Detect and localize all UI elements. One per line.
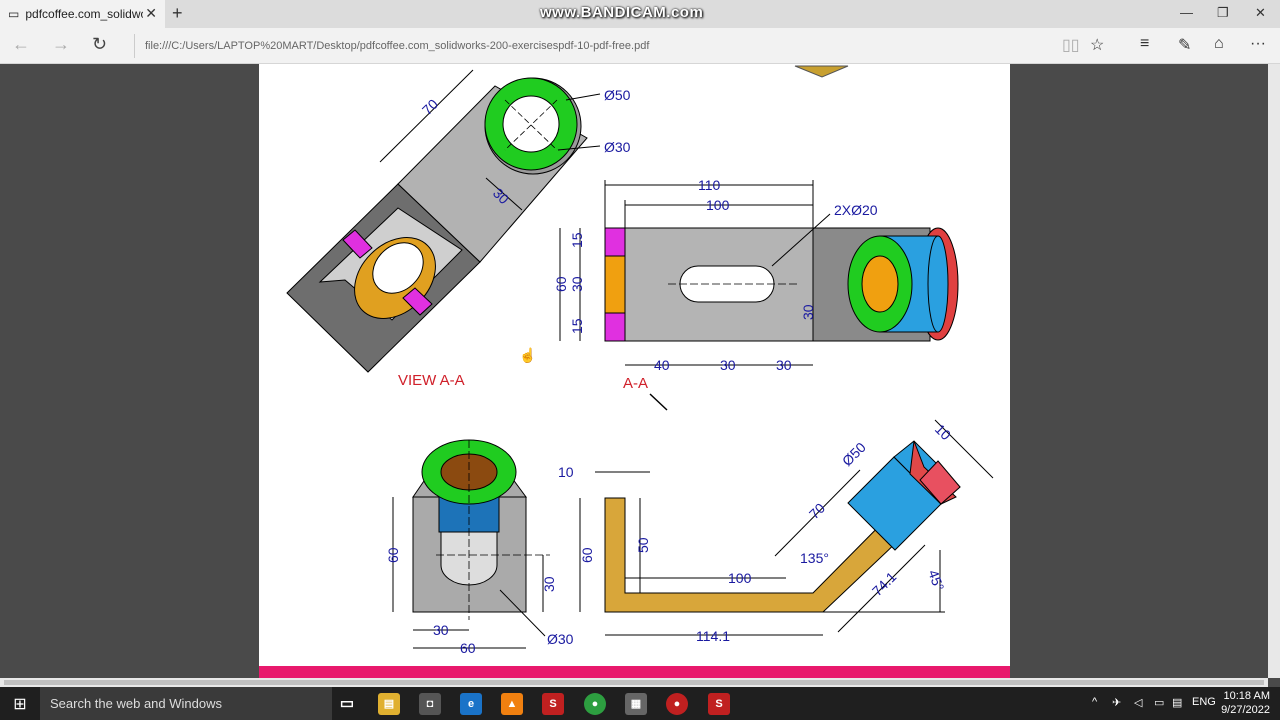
navigation-bar: ← → ↻ file:///C:/Users/LAPTOP%20MART/Des… — [0, 28, 1280, 64]
dim-30-right: 30 — [776, 357, 792, 373]
taskbar: ⊞ Search the web and Windows ▭ ▤ ◘ e ▲ S… — [0, 687, 1280, 720]
restore-button[interactable]: ❐ — [1217, 5, 1229, 20]
dim-front-dia30: Ø30 — [547, 631, 574, 647]
dim-front-30: 30 — [541, 576, 557, 592]
dim-side-70: 70 — [806, 500, 828, 522]
store-icon[interactable]: ◘ — [419, 693, 441, 715]
file-explorer-icon[interactable]: ▤ — [378, 693, 400, 715]
share-icon[interactable]: ⌂ — [1214, 35, 1224, 52]
dim-side-135: 135° — [800, 550, 829, 566]
dim-holes: 2XØ20 — [834, 202, 878, 218]
top-view: 110 100 2XØ20 60 15 30 15 40 30 30 30 — [553, 177, 959, 373]
dim-side-45: 45° — [925, 568, 947, 593]
task-view-icon[interactable]: ▭ — [339, 695, 355, 712]
tray-network-icon[interactable]: ✈ — [1112, 697, 1122, 709]
dim-side-dia50: Ø50 — [839, 439, 869, 469]
pdf-viewer[interactable]: 70 Ø50 Ø30 30 VIEW A-A — [0, 64, 1268, 678]
dim-100: 100 — [706, 197, 730, 213]
section-label: A-A — [623, 375, 648, 392]
view-label: VIEW A-A — [398, 372, 465, 389]
vertical-scrollbar[interactable] — [1268, 64, 1280, 678]
page-footer-band — [259, 666, 1010, 678]
windows-start-icon[interactable]: ⊞ — [13, 695, 27, 713]
clock-time: 10:18 AM — [1223, 690, 1270, 702]
taskbar-search-box[interactable]: Search the web and Windows — [40, 687, 332, 720]
dim-40: 40 — [654, 357, 670, 373]
close-tab-icon[interactable]: ✕ — [145, 5, 157, 21]
dim-30-side: 30 — [569, 276, 585, 292]
calculator-icon[interactable]: ▦ — [625, 693, 647, 715]
refresh-button[interactable]: ↻ — [92, 34, 108, 54]
back-button[interactable]: ← — [12, 34, 30, 54]
horizontal-scrollbar[interactable] — [0, 678, 1268, 687]
dim-30-mid: 30 — [720, 357, 736, 373]
edge-browser-icon[interactable]: e — [460, 693, 482, 715]
dim-dia30: Ø30 — [604, 139, 631, 155]
dim-60: 60 — [553, 276, 569, 292]
browser-tab[interactable]: ▭ pdfcoffee.com_solidwork ✕ — [0, 0, 165, 28]
solidworks-2018-icon[interactable]: S — [708, 693, 730, 715]
tab-bar: ▭ pdfcoffee.com_solidwork ✕ + www.BANDIC… — [0, 0, 1280, 28]
page-icon: ▭ — [8, 7, 20, 21]
dim-side-10r: 10 — [932, 421, 954, 443]
tray-volume-icon[interactable]: ◁ — [1134, 697, 1143, 709]
dim-dia50: Ø50 — [604, 87, 631, 103]
scroll-thumb[interactable] — [4, 680, 1264, 685]
bandicam-icon[interactable]: ● — [666, 693, 688, 715]
hub-icon[interactable]: ≡ — [1140, 35, 1150, 52]
side-view: 10 60 50 100 135° 70 Ø50 10 74.1 45° 114… — [558, 419, 994, 644]
more-icon[interactable]: ··· — [1250, 35, 1266, 52]
favorites-star-icon[interactable]: ☆ — [1090, 37, 1105, 54]
dim-front-60: 60 — [385, 547, 401, 563]
bandicam-watermark: www.BANDICAM.com — [540, 4, 704, 21]
tray-message-icon[interactable]: ▤ — [1172, 697, 1183, 709]
pdf-page: 70 Ø50 Ø30 30 VIEW A-A — [259, 64, 1010, 678]
dim-side-74: 74.1 — [869, 568, 900, 599]
dim-side-114: 114.1 — [696, 628, 730, 644]
cad-drawing: 70 Ø50 Ø30 30 VIEW A-A — [286, 65, 994, 656]
dim-110: 110 — [698, 177, 721, 193]
dim-side-60: 60 — [579, 547, 595, 563]
dim-front-60w: 60 — [460, 640, 476, 656]
dim-15b: 15 — [569, 318, 585, 334]
solidworks-icon[interactable]: S — [542, 693, 564, 715]
dim-side-10: 10 — [558, 464, 574, 480]
front-view: 60 30 30 60 Ø30 — [385, 439, 574, 656]
clock-date: 9/27/2022 — [1221, 704, 1270, 716]
web-note-icon[interactable]: ✎ — [1178, 37, 1192, 54]
new-tab-button[interactable]: + — [172, 3, 183, 23]
vlc-icon[interactable]: ▲ — [501, 693, 523, 715]
tray-battery-icon[interactable]: ▭ — [1154, 697, 1165, 709]
dim-side-50: 50 — [635, 537, 651, 553]
system-clock[interactable]: 10:18 AM 9/27/2022 — [1212, 689, 1270, 717]
language-indicator[interactable]: ENG — [1192, 696, 1216, 708]
dim-front-30w: 30 — [433, 622, 449, 638]
partial-shape — [794, 65, 849, 78]
section-view-a-a: 70 Ø50 Ø30 30 — [286, 69, 631, 373]
dim-30-vert: 30 — [800, 304, 816, 320]
dim-15a: 15 — [569, 232, 585, 248]
hand-cursor-icon: ☝ — [519, 346, 536, 364]
dim-side-100: 100 — [728, 570, 752, 586]
reading-view-icon[interactable]: ▯▯ — [1062, 37, 1080, 54]
forward-button[interactable]: → — [52, 34, 70, 54]
chrome-icon[interactable]: ● — [584, 693, 606, 715]
address-bar[interactable]: file:///C:/Users/LAPTOP%20MART/Desktop/p… — [134, 34, 1044, 58]
tab-title: pdfcoffee.com_solidwork — [25, 7, 143, 21]
tray-chevron-icon[interactable]: ^ — [1092, 696, 1098, 708]
close-window-button[interactable]: ✕ — [1255, 5, 1266, 20]
dim-70: 70 — [419, 96, 441, 118]
minimize-button[interactable]: — — [1180, 5, 1193, 20]
